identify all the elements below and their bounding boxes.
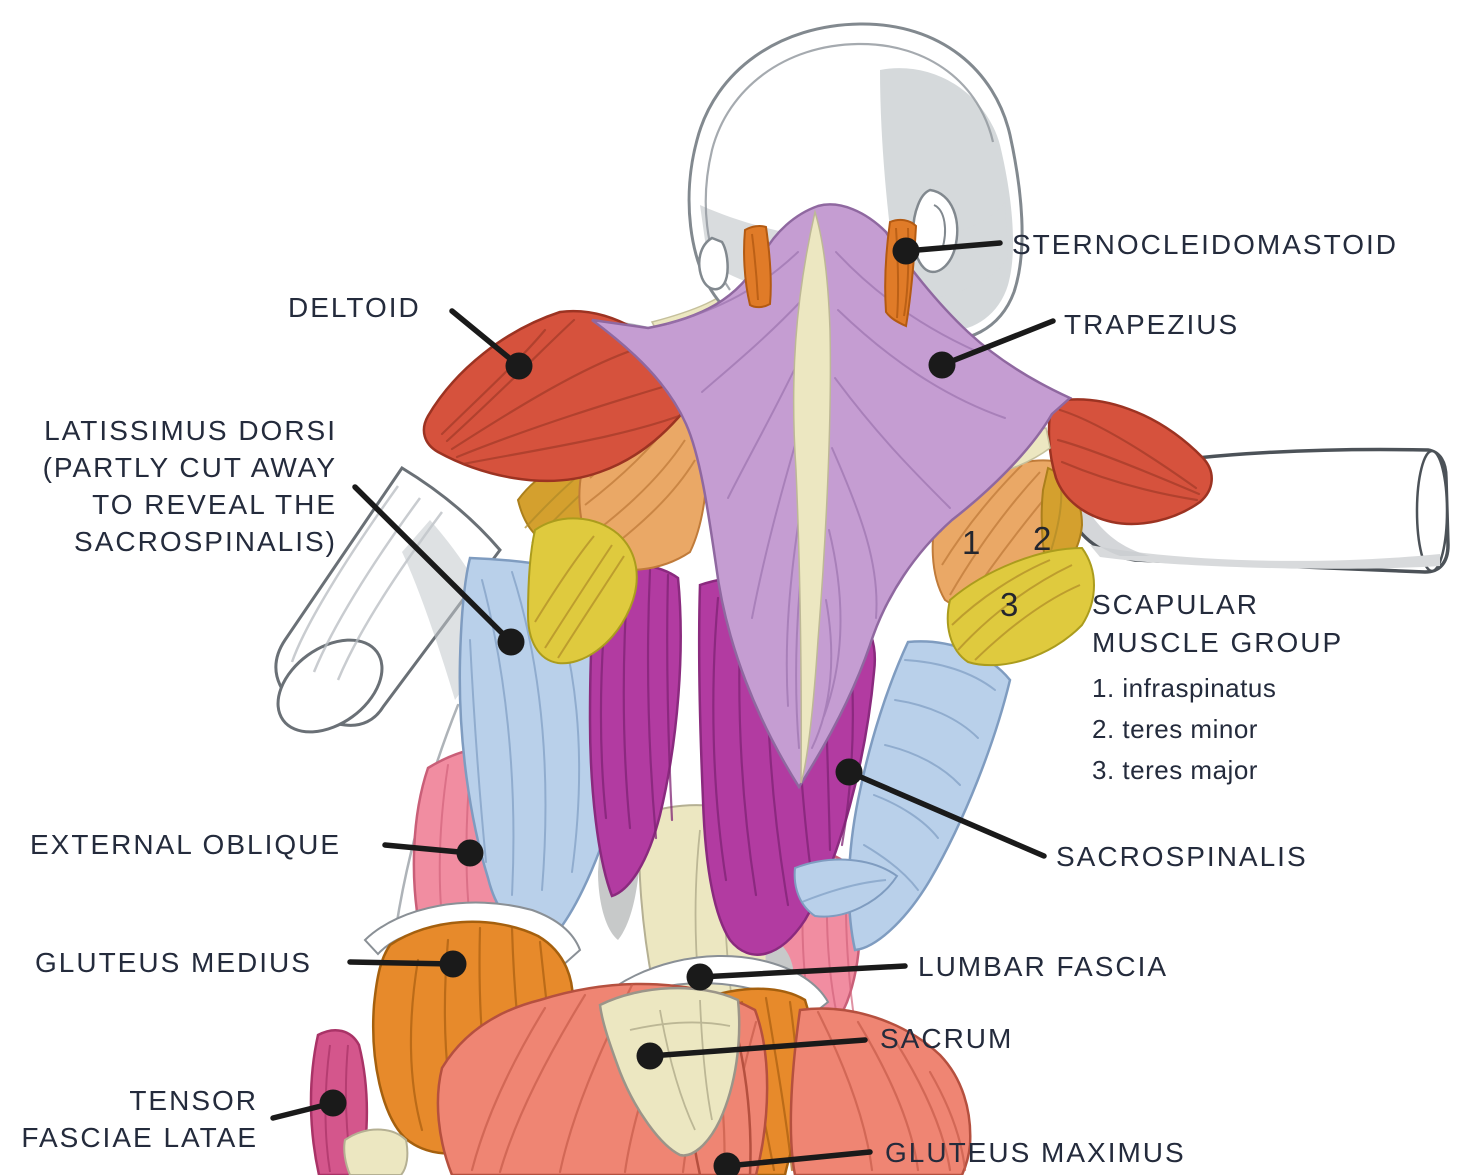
right-ear — [912, 188, 959, 274]
label-gluteus-maximus: GLUTEUS MAXIMUS — [885, 1137, 1186, 1168]
marker-teres-minor: 2 — [1033, 520, 1052, 557]
muscle-deltoid-right — [1047, 398, 1213, 526]
leader-external-oblique — [382, 842, 473, 856]
left-arm-endcap — [276, 638, 384, 734]
label-trapezius: TRAPEZIUS — [1064, 309, 1240, 340]
label-sacrum: SACRUM — [880, 1023, 1014, 1054]
leader-lumbar-fascia — [697, 963, 908, 980]
label-tensor-fasciae-latae: TENSOR FASCIAE LATAE — [21, 1085, 258, 1153]
scapular-item-infraspinatus: 1. infraspinatus — [1092, 673, 1277, 703]
label-latissimus-dorsi: LATISSIMUS DORSI (PARTLY CUT AWAY TO REV… — [42, 415, 337, 557]
label-external-oblique: EXTERNAL OBLIQUE — [30, 829, 342, 860]
leader-lines — [270, 237, 1056, 1175]
leader-deltoid — [449, 308, 522, 369]
label-scapular-group-heading: SCAPULAR MUSCLE GROUP — [1092, 589, 1344, 658]
left-ear — [698, 236, 729, 291]
label-sacrospinalis: SACROSPINALIS — [1056, 841, 1308, 872]
right-arm-shading — [1090, 545, 1440, 569]
muscle-teres-major-right — [946, 546, 1095, 667]
leader-gluteus-medius — [347, 959, 456, 967]
marker-infraspinatus: 1 — [962, 524, 981, 561]
scapular-item-teres-minor: 2. teres minor — [1092, 714, 1258, 744]
muscle-deltoid-left — [422, 309, 702, 483]
leader-latissimus-dorsi — [352, 484, 514, 645]
label-lumbar-fascia: LUMBAR FASCIA — [918, 951, 1169, 982]
label-sternocleidomastoid: STERNOCLEIDOMASTOID — [1012, 229, 1398, 260]
leader-sternocleidomastoid — [903, 240, 1003, 254]
leader-sacrum — [647, 1037, 868, 1059]
latissimus-hip-wing — [793, 858, 899, 918]
muscle-teres-major-left — [526, 517, 638, 665]
label-deltoid: DELTOID — [288, 292, 421, 323]
spine-seam — [792, 209, 832, 784]
marker-teres-major: 3 — [1000, 586, 1019, 623]
label-gluteus-medius: GLUTEUS MEDIUS — [35, 947, 312, 978]
leader-gluteus-maximus — [724, 1149, 873, 1169]
leader-trapezius — [939, 318, 1056, 368]
fascia-lata-patch — [343, 1128, 409, 1175]
right-arm-endcap — [1415, 449, 1449, 573]
leader-sacrospinalis — [846, 769, 1047, 859]
scapular-item-teres-major: 3. teres major — [1092, 755, 1258, 785]
